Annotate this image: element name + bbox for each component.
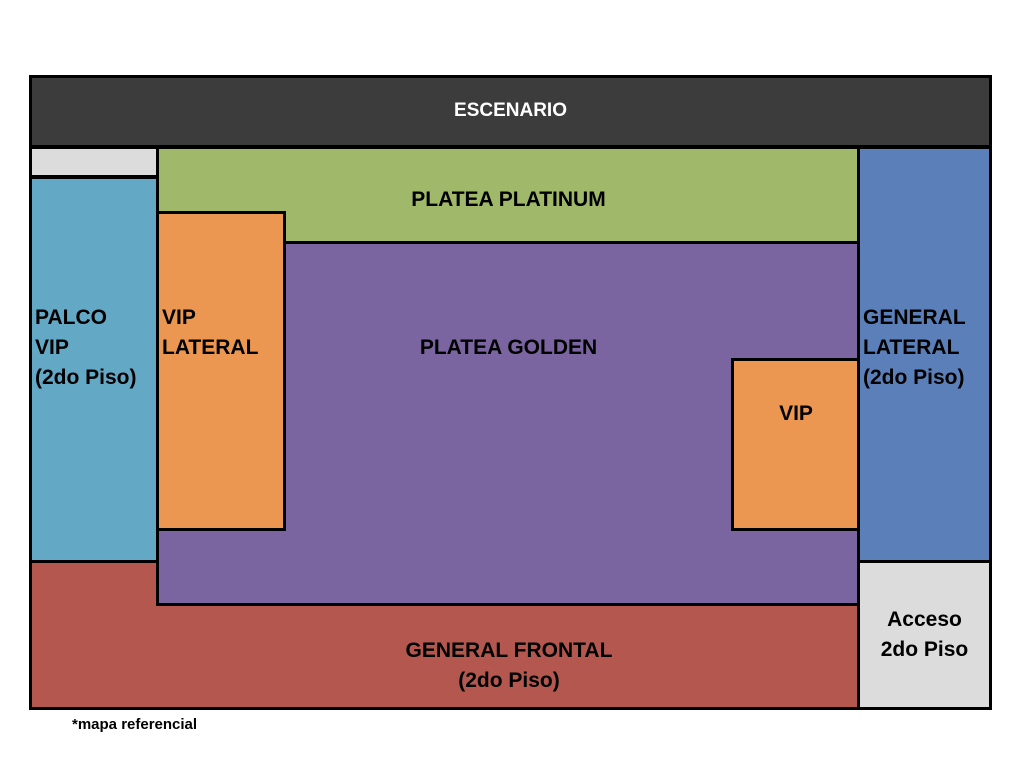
general-frontal-label: GENERAL FRONTAL (2do Piso) bbox=[405, 639, 613, 692]
acceso-2do-piso-zone[interactable] bbox=[857, 560, 992, 710]
vip-zone[interactable] bbox=[731, 358, 861, 531]
general-lateral-label: GENERAL LATERAL (2do Piso) bbox=[863, 306, 966, 389]
corner-block bbox=[29, 146, 159, 178]
acceso-2do-piso-label: Acceso 2do Piso bbox=[880, 608, 969, 661]
stage-label: ESCENARIO bbox=[454, 100, 567, 121]
palco-vip-zone[interactable] bbox=[29, 176, 159, 563]
general-lateral-zone[interactable] bbox=[857, 146, 992, 563]
vip-lateral-label: VIP LATERAL bbox=[162, 306, 259, 359]
vip-lateral-zone[interactable] bbox=[156, 211, 286, 531]
palco-vip-label: PALCO VIP (2do Piso) bbox=[35, 306, 137, 389]
platea-golden-label: PLATEA GOLDEN bbox=[419, 336, 598, 359]
vip-label: VIP bbox=[779, 402, 813, 425]
footnote: *mapa referencial bbox=[72, 716, 198, 733]
platea-platinum-label: PLATEA PLATINUM bbox=[411, 188, 606, 211]
